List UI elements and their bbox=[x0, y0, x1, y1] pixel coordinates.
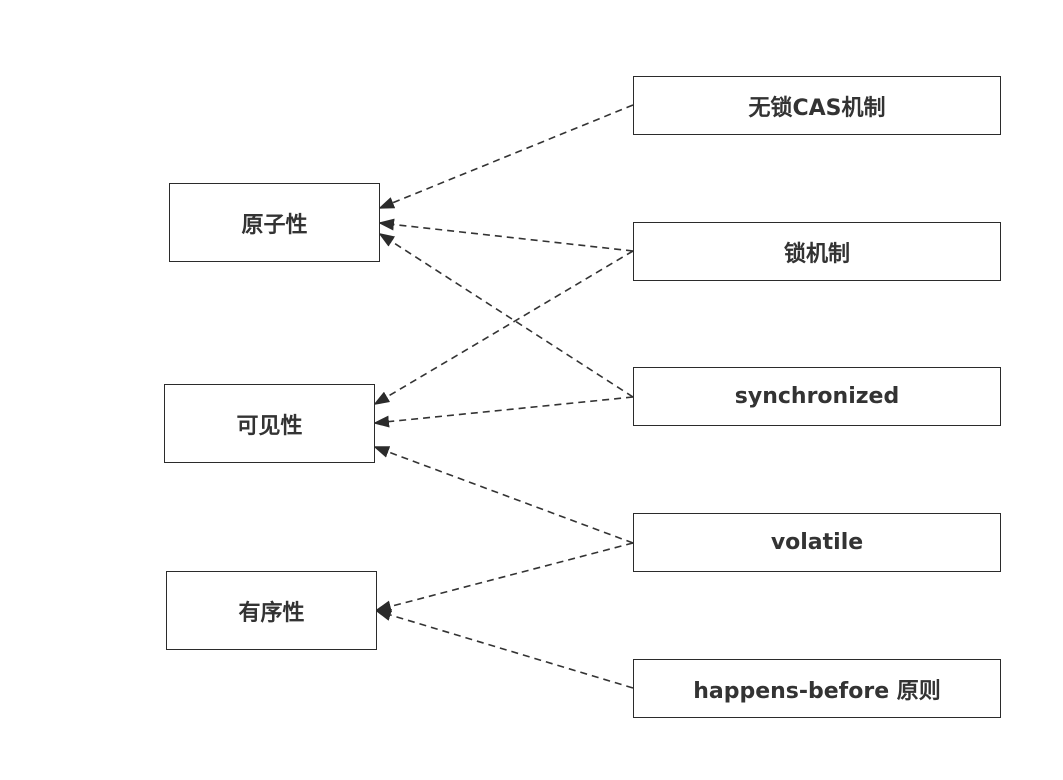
node-synchronized: synchronized bbox=[633, 367, 1001, 426]
node-visibility-label: 可见性 bbox=[236, 413, 303, 439]
node-lock-label: 锁机制 bbox=[783, 241, 850, 267]
node-visibility: 可见性 bbox=[164, 384, 375, 463]
edge-synchronized-to-atomicity bbox=[378, 232, 634, 398]
edge-lock-to-atomicity bbox=[378, 218, 634, 252]
node-ordering-label: 有序性 bbox=[238, 600, 305, 626]
node-happens-before: happens-before 原则 bbox=[633, 659, 1001, 718]
node-synchronized-label: synchronized bbox=[734, 384, 900, 409]
node-volatile-label: volatile bbox=[770, 530, 864, 555]
edge-cas-to-atomicity bbox=[378, 104, 634, 209]
node-happens-before-label: happens-before 原则 bbox=[693, 678, 941, 704]
edge-volatile-to-visibility bbox=[373, 446, 634, 544]
node-cas-label: 无锁CAS机制 bbox=[748, 95, 886, 121]
node-volatile: volatile bbox=[633, 513, 1001, 572]
node-cas: 无锁CAS机制 bbox=[633, 76, 1001, 135]
node-ordering: 有序性 bbox=[166, 571, 377, 650]
node-atomicity: 原子性 bbox=[169, 183, 380, 262]
node-atomicity-label: 原子性 bbox=[241, 212, 308, 238]
node-lock: 锁机制 bbox=[633, 222, 1001, 281]
edge-lock-to-visibility bbox=[373, 250, 634, 406]
edge-happens-before-to-ordering bbox=[375, 609, 634, 689]
edge-volatile-to-ordering bbox=[375, 542, 634, 613]
edge-synchronized-to-visibility bbox=[373, 396, 634, 428]
